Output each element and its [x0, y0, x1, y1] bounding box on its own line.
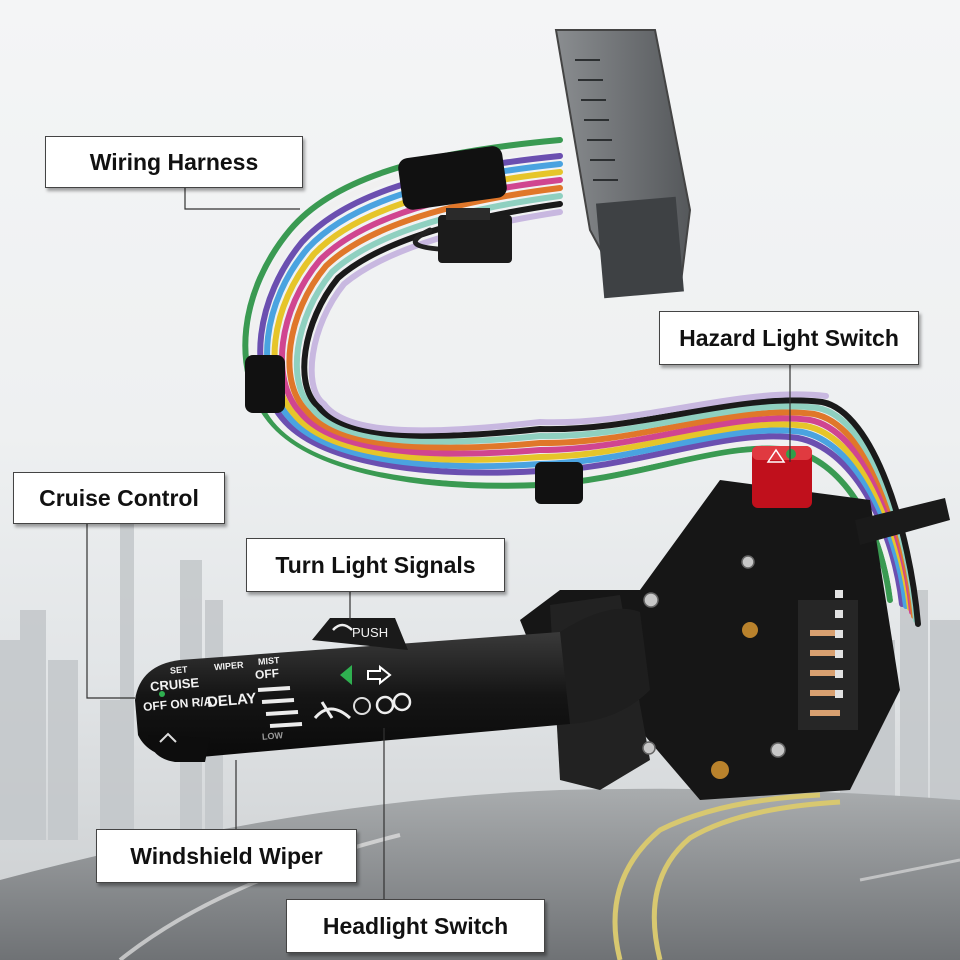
callout-wiring-harness: Wiring Harness — [45, 136, 303, 188]
callout-headlight-switch: Headlight Switch — [286, 899, 545, 953]
wire-bundle — [242, 137, 921, 627]
lever-text-off: OFF — [254, 665, 280, 683]
callout-hazard-light-switch: Hazard Light Switch — [659, 311, 919, 365]
lever-text-push: PUSH — [352, 625, 389, 640]
multifunction-lever — [135, 608, 650, 762]
callout-windshield-wiper: Windshield Wiper — [96, 829, 357, 883]
wiring-connector — [554, 29, 692, 299]
hazard-button — [752, 446, 812, 508]
callout-leaders — [86, 188, 791, 899]
auxiliary-connector — [438, 208, 512, 263]
tape-wraps — [245, 146, 583, 504]
callout-turn-light-signals: Turn Light Signals — [246, 538, 505, 592]
lever-text-low: LOW — [261, 730, 284, 742]
lever-text-set: SET — [169, 664, 188, 676]
callout-cruise-control: Cruise Control — [13, 472, 225, 524]
